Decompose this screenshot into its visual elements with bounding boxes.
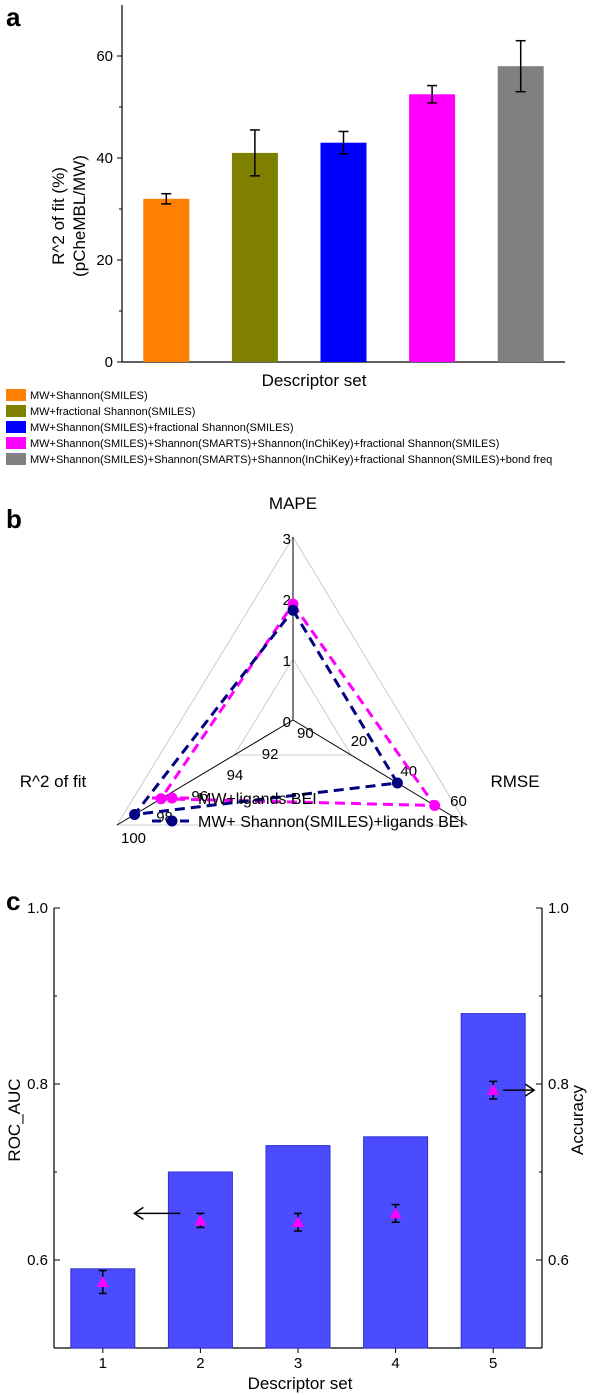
panel-a-bar [409, 94, 456, 362]
radar-mape-tick-label: 2 [283, 592, 291, 609]
panel-a-bars [143, 39, 544, 362]
radar-series [129, 598, 441, 820]
panel-a-x-axis-title: Descriptor set [262, 371, 367, 390]
panel-c: c 0.6 0.6 0.8 0.8 1.0 1.0 1 2 3 4 5 Descriptor set… [5, 886, 587, 1393]
radar-legend-marker [166, 815, 178, 827]
panel-a-y-tick-label: 60 [96, 48, 113, 65]
panel-c-roc-auc-bar [265, 1145, 331, 1349]
panel-c-x-tick-label: 2 [196, 1355, 204, 1372]
panel-c-y-axis-title-left: ROC_AUC [5, 1078, 24, 1161]
panel-a-legend-swatch [6, 405, 26, 417]
panel-a-legend: MW+Shannon(SMILES) MW+fractional Shannon(… [6, 389, 552, 466]
panel-a-legend-swatch [6, 453, 26, 465]
panel-a-bar [497, 66, 544, 362]
radar-r2-tick-label: 94 [227, 767, 244, 784]
panel-c-x-tick-label: 3 [294, 1355, 302, 1372]
radar-legend-marker [166, 792, 178, 804]
radar-legend-label: MW+ Shannon(SMILES)+ligands BEI [198, 814, 464, 831]
radar-axis-title-mape: MAPE [269, 494, 317, 513]
panel-a-bar [231, 152, 278, 362]
panel-c-x-tick-label: 1 [99, 1355, 107, 1372]
panel-c-x-axis-title: Descriptor set [248, 1374, 353, 1393]
panel-c-accuracy-marker [96, 1276, 109, 1287]
panel-a-y-tick-label: 20 [96, 252, 113, 269]
panel-label-c: c [6, 886, 20, 916]
radar-r2-tick-label: 100 [121, 830, 146, 847]
panel-c-left-tick-label: 1.0 [27, 900, 48, 917]
radar-axis-line [116, 719, 294, 826]
panel-c-x-tick-label: 5 [489, 1355, 497, 1372]
panel-c-right-tick-label: 1.0 [548, 900, 569, 917]
panel-label-b: b [6, 504, 22, 534]
radar-axis-line [292, 719, 468, 826]
panel-c-roc-auc-bar [363, 1136, 429, 1349]
panel-c-roc-auc-bar [167, 1171, 233, 1349]
radar-axis-title-r2: R^2 of fit [20, 772, 87, 791]
panel-a-y-axis-title-2: (pCheMBL/MW) [70, 155, 89, 277]
panel-c-axes: 0.6 0.6 0.8 0.8 1.0 1.0 1 2 3 4 5 [27, 900, 569, 1372]
panel-a-legend-label: MW+Shannon(SMILES)+fractional Shannon(SM… [30, 422, 294, 434]
radar-axis-title-rmse: RMSE [490, 772, 539, 791]
radar-grid-ring [233, 658, 352, 756]
panel-c-accuracy-marker [487, 1084, 500, 1096]
radar-series-point [287, 604, 299, 616]
panel-c-accuracy-marker [389, 1207, 402, 1219]
panel-c-left-tick-label: 0.6 [27, 1252, 48, 1269]
panel-c-accuracy-marker [194, 1214, 207, 1226]
panel-c-accuracy-marker [292, 1216, 304, 1228]
panel-c-left-tick-label: 0.8 [27, 1076, 48, 1093]
radar-series-point [429, 800, 441, 811]
panel-a-y-tick-label: 40 [96, 150, 113, 167]
radar-grid-ring [116, 536, 468, 826]
radar-mape-tick-label: 0 [283, 714, 291, 731]
radar-mape-tick-label: 3 [283, 531, 291, 548]
panel-c-roc-auc-bar [460, 1013, 526, 1349]
panel-c-y-axis-title-right: Accuracy [568, 1085, 587, 1155]
panel-a-bar [320, 142, 367, 362]
panel-label-a: a [6, 2, 21, 32]
panel-c-x-tick-label: 4 [391, 1355, 399, 1372]
panel-c-right-axis-arrowhead [524, 1083, 536, 1097]
panel-a-legend-label: MW+fractional Shannon(SMILES) [30, 406, 195, 418]
radar-series-line [131, 607, 400, 817]
panel-a-legend-swatch [6, 421, 26, 433]
radar-rmse-tick-label: 60 [450, 793, 467, 810]
panel-c-right-tick-label: 0.6 [548, 1252, 569, 1269]
panel-a-axes: 0 20 40 60 [96, 5, 565, 371]
radar-r2-tick-label: 90 [297, 725, 314, 742]
radar-series-point [391, 777, 403, 789]
panel-c-accuracy-points [96, 1080, 536, 1295]
panel-a-legend-label: MW+Shannon(SMILES)+Shannon(SMARTS)+Shann… [30, 438, 499, 450]
panel-a-bar [143, 198, 190, 362]
panel-a-y-axis-title: R^2 of fit (%) [49, 167, 68, 265]
radar-rmse-tick-label: 20 [351, 733, 368, 750]
radar-legend: MW+ligands BEI MW+ Shannon(SMILES)+ligand… [152, 791, 464, 831]
radar-legend-label: MW+ligands BEI [198, 791, 317, 808]
panel-a-legend-label: MW+Shannon(SMILES)+Shannon(SMARTS)+Shann… [30, 454, 552, 466]
panel-a-legend-swatch [6, 437, 26, 449]
panel-c-right-tick-label: 0.8 [548, 1076, 569, 1093]
radar-series-point [129, 809, 141, 820]
panel-c-left-axis-arrowhead [133, 1206, 144, 1220]
radar-mape-tick-label: 1 [283, 653, 291, 670]
panel-a-legend-label: MW+Shannon(SMILES) [30, 390, 148, 402]
panel-c-bars [70, 1013, 526, 1349]
panel-a-y-tick-label: 0 [105, 354, 113, 371]
radar-r2-tick-label: 92 [262, 746, 279, 763]
panel-a-legend-swatch [6, 389, 26, 401]
